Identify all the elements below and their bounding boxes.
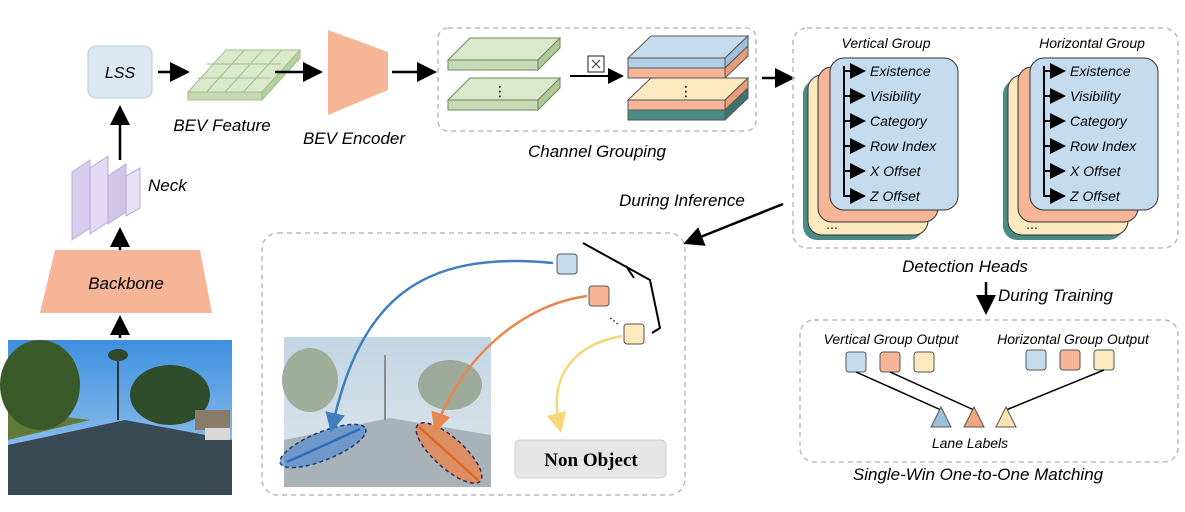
non-object-label: Non Object — [544, 450, 638, 471]
channel-grouping-label: Channel Grouping — [528, 142, 667, 161]
grouping-left-dots: ⋮ — [493, 84, 507, 100]
horizontal-head-dots: ⋯ — [1026, 221, 1038, 235]
lss-box — [87, 45, 153, 99]
vertical-output-label: Vertical Group Output — [824, 331, 960, 347]
query-dots: ⋯ — [605, 312, 623, 330]
inference-box — [261, 232, 686, 496]
neck-stack — [71, 155, 141, 241]
v-output-orange — [879, 351, 901, 373]
label-triangle-blue — [930, 405, 952, 428]
backbone-trapezoid — [40, 250, 212, 313]
query-orange — [588, 285, 610, 307]
grouping-right-dots: ⋮ — [679, 84, 693, 100]
h-output-orange — [1059, 349, 1081, 371]
ungrouped-channels — [446, 36, 562, 112]
horizontal-head-item: Existence — [1070, 63, 1131, 79]
matching-caption: Single-Win One-to-One Matching — [853, 465, 1104, 484]
bev-feature-grid — [186, 48, 302, 102]
horizontal-head-item: Row Index — [1070, 138, 1137, 154]
horizontal-head-item: Category — [1070, 113, 1128, 129]
vertical-head-item: Visibility — [870, 88, 921, 104]
bev-encoder-shape — [328, 30, 388, 115]
horizontal-head-item: Z Offset — [1069, 188, 1121, 204]
input-street-image — [0, 340, 232, 495]
vertical-head-item: Category — [870, 113, 928, 129]
neck-label: Neck — [148, 176, 188, 195]
vertical-head-dots: ⋯ — [826, 221, 838, 235]
h-output-yellow — [1093, 349, 1115, 371]
yellow-match-arrow — [546, 334, 623, 433]
lane-orange-ellipse — [415, 422, 483, 484]
vertical-head-item: Z Offset — [869, 188, 921, 204]
vertical-head-item: Existence — [870, 63, 931, 79]
query-yellow — [623, 323, 645, 345]
v-output-yellow — [913, 351, 935, 373]
blue-match-arrow — [325, 259, 554, 433]
vertical-head-item: Row Index — [870, 138, 937, 154]
during-training-label: During Training — [998, 286, 1114, 305]
match-line-2 — [889, 371, 975, 411]
horizontal-head-item: X Offset — [1069, 163, 1122, 179]
training-box — [799, 319, 1179, 463]
lane-labels-label: Lane Labels — [932, 435, 1008, 451]
non-object-box — [514, 439, 667, 479]
channel-grouping-box — [437, 27, 757, 132]
query-bracket — [582, 242, 662, 334]
vertical-group-title: Vertical Group — [842, 35, 931, 51]
horizontal-head-item: Visibility — [1070, 88, 1121, 104]
grouping-operation-icon — [587, 55, 605, 73]
vertical-head-item: X Offset — [869, 163, 922, 179]
backbone-label: Backbone — [88, 274, 164, 293]
lane-blue-ellipse — [279, 423, 367, 469]
orange-match-arrow — [431, 294, 588, 433]
horizontal-group-title: Horizontal Group — [1039, 35, 1145, 51]
label-triangle-orange — [963, 405, 985, 428]
horizontal-output-label: Horizontal Group Output — [997, 331, 1150, 347]
match-line-1 — [855, 371, 942, 411]
inference-arrow — [683, 202, 784, 246]
v-output-blue — [845, 351, 867, 373]
bev-feature-label: BEV Feature — [173, 116, 270, 135]
during-inference-label: During Inference — [619, 191, 745, 210]
query-blue — [556, 253, 578, 275]
bracket-tick — [625, 265, 635, 279]
detection-heads-label: Detection Heads — [902, 257, 1028, 276]
h-output-blue — [1025, 349, 1047, 371]
match-line-3 — [1005, 369, 1105, 411]
grouped-channels — [626, 34, 750, 122]
bev-encoder-label: BEV Encoder — [303, 129, 406, 148]
lss-label: LSS — [105, 65, 136, 82]
label-triangle-yellow — [995, 405, 1017, 428]
